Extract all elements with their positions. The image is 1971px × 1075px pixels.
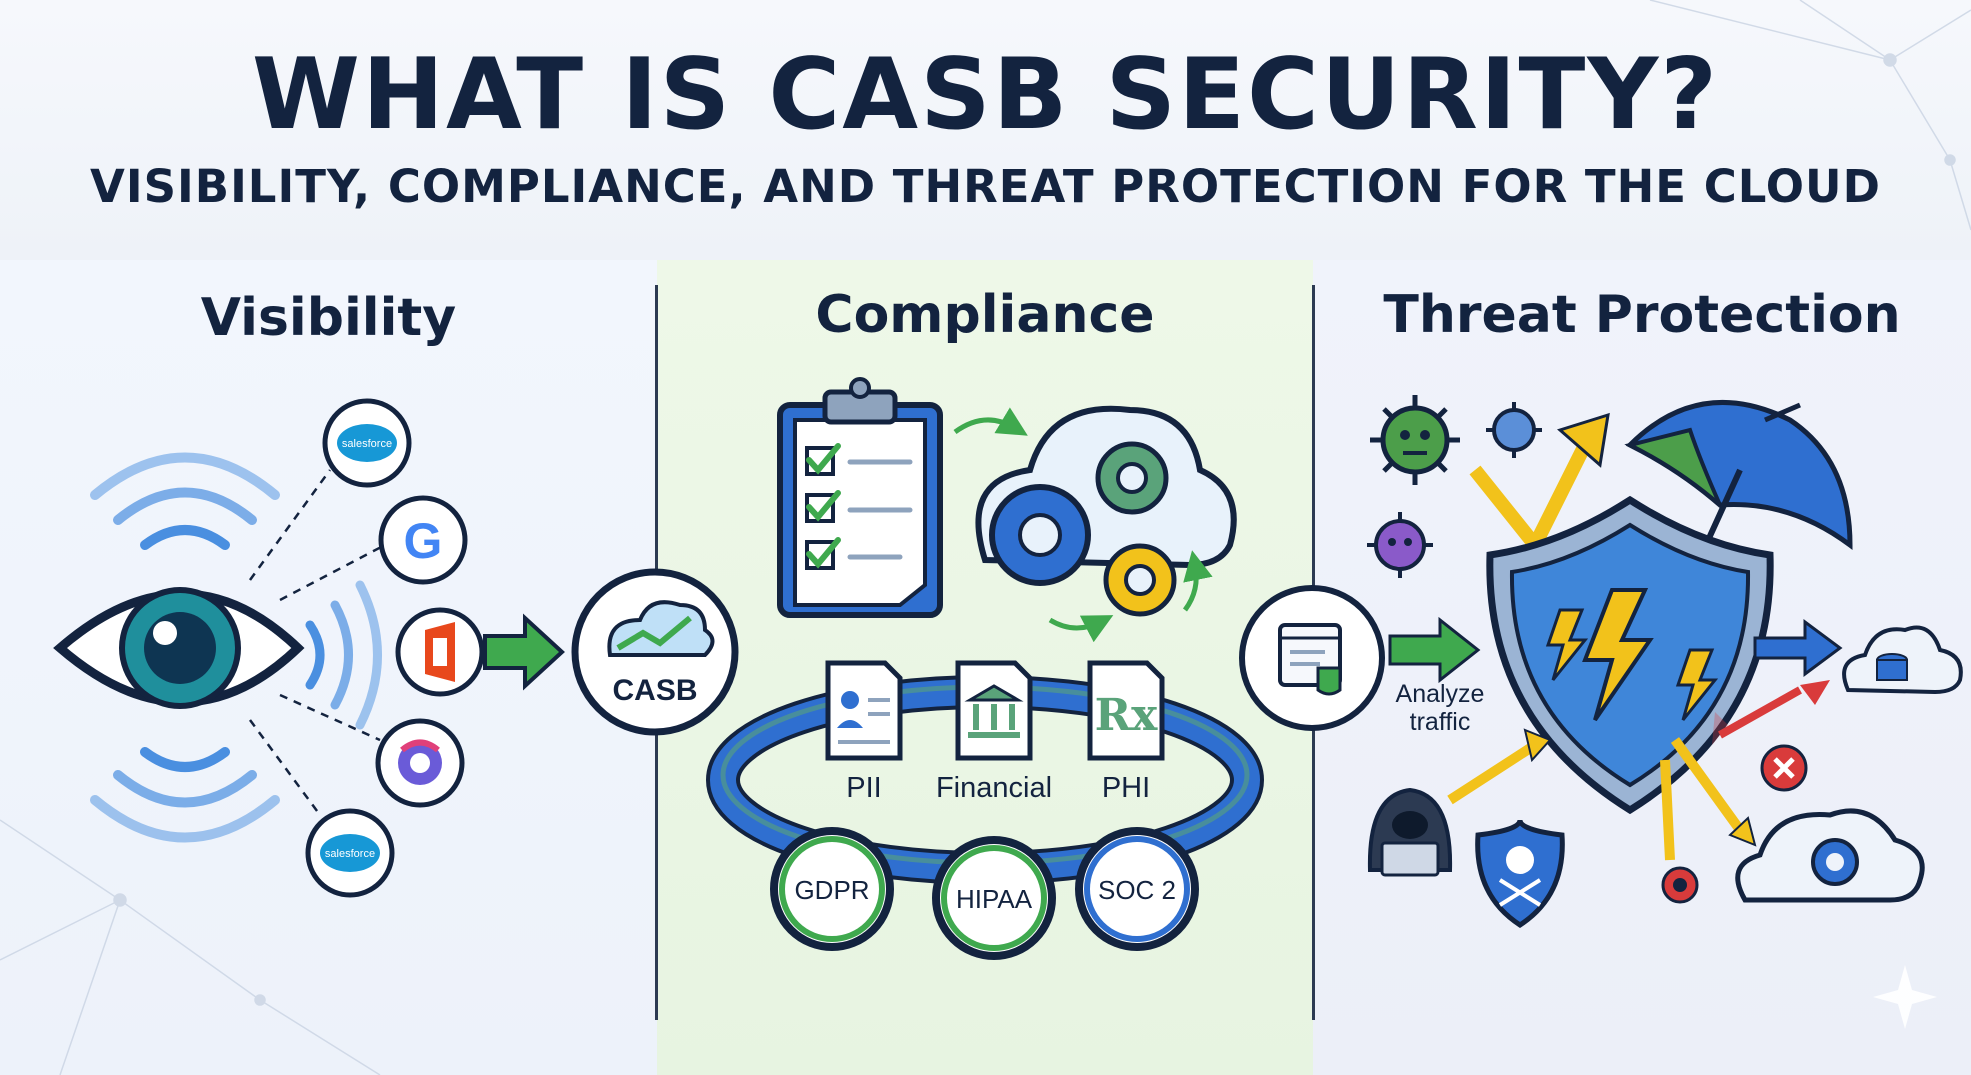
salesforce-label: salesforce xyxy=(342,438,392,450)
standard-soc2-badge: SOC 2 xyxy=(1075,827,1199,951)
page-title: WHAT IS CASB SECURITY? xyxy=(251,38,1720,152)
data-type-pii: PII xyxy=(846,772,881,804)
arrow-to-casb-icon xyxy=(483,613,565,691)
salesforce-app-top: salesforce xyxy=(322,398,412,488)
visibility-heading: Visibility xyxy=(200,288,457,348)
cloud-gears-icon xyxy=(975,405,1237,617)
header-band xyxy=(0,0,1971,260)
casb-label: CASB xyxy=(612,674,697,707)
flow-arrow-icon xyxy=(1182,550,1213,612)
clipboard-checklist-icon xyxy=(777,377,943,618)
compliance-heading: Compliance xyxy=(815,285,1155,345)
salesforce-app-bottom: salesforce xyxy=(305,808,395,898)
inspect-arrow-icon xyxy=(1388,616,1481,684)
eye-icon xyxy=(53,587,305,709)
svg-text:SOC 2: SOC 2 xyxy=(1098,875,1176,905)
forward-arrow-icon xyxy=(1753,619,1843,677)
cloud-icon xyxy=(607,600,715,657)
laptop-icon xyxy=(1380,841,1440,877)
casb-hub: CASB xyxy=(571,568,739,736)
traffic-inspector-icon xyxy=(1239,585,1385,731)
google-logo-icon: G xyxy=(404,513,443,569)
document-financial-icon xyxy=(955,660,1033,761)
shield-icon xyxy=(1486,495,1774,815)
sparkle-icon xyxy=(1873,965,1937,1029)
svg-text:GDPR: GDPR xyxy=(794,875,869,905)
flow-arrow-icon xyxy=(1048,615,1114,643)
standard-hipaa-badge: HIPAA xyxy=(932,836,1056,960)
analyze-traffic-line1: Analyze xyxy=(1396,680,1485,708)
rx-icon: Rx xyxy=(1095,690,1159,741)
lightning-icon xyxy=(1545,608,1589,681)
virus-icon-purple xyxy=(1367,512,1433,578)
google-app: G xyxy=(378,495,468,585)
lightning-icon xyxy=(1582,588,1654,722)
virus-icon-green xyxy=(1370,395,1460,485)
hacker-icon xyxy=(1367,787,1453,877)
document-phi-icon: Rx xyxy=(1087,660,1165,761)
skull-shield-icon xyxy=(1475,819,1565,928)
analyze-traffic-line2: traffic xyxy=(1410,708,1471,736)
signal-waves-icon xyxy=(90,452,382,843)
blocked-arrow-icon xyxy=(1712,680,1830,792)
flow-arrow-icon xyxy=(953,407,1028,436)
data-type-financial: Financial xyxy=(936,772,1052,804)
data-type-phi: PHI xyxy=(1102,772,1150,804)
svg-text:HIPAA: HIPAA xyxy=(956,884,1033,914)
cloud-database-icon xyxy=(1842,625,1963,695)
incoming-threat-arrows-icon xyxy=(1447,737,1745,861)
virus-icon-blue xyxy=(1486,402,1542,458)
app-connectors xyxy=(248,469,386,816)
office-app xyxy=(395,607,485,697)
lightning-icon xyxy=(1675,648,1719,721)
cloud-gear-icon xyxy=(1735,808,1925,903)
salesforce-label: salesforce xyxy=(325,848,375,860)
standard-gdpr-badge: GDPR xyxy=(770,827,894,951)
app-logo-circle xyxy=(375,718,465,808)
page-subtitle: VISIBILITY, COMPLIANCE, AND THREAT PROTE… xyxy=(90,160,1881,213)
malware-icon-small xyxy=(1661,866,1699,904)
threat-protection-heading: Threat Protection xyxy=(1383,285,1901,345)
document-pii-icon xyxy=(825,660,903,761)
